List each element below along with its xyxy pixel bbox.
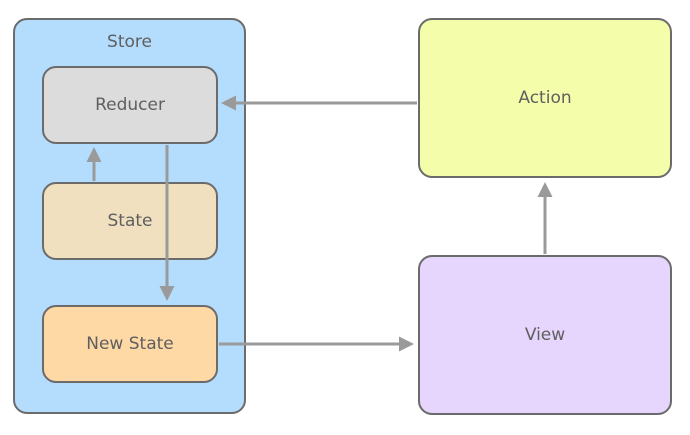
action-node: Action [418,18,672,178]
new-state-node: New State [42,305,218,383]
view-node: View [418,255,672,415]
reducer-node: Reducer [42,66,218,144]
state-node: State [42,182,218,260]
store-label: Store [107,32,152,52]
action-label: Action [518,88,572,108]
new-state-label: New State [86,334,174,354]
reducer-label: Reducer [95,95,165,115]
state-label: State [107,211,153,231]
view-label: View [524,325,566,345]
